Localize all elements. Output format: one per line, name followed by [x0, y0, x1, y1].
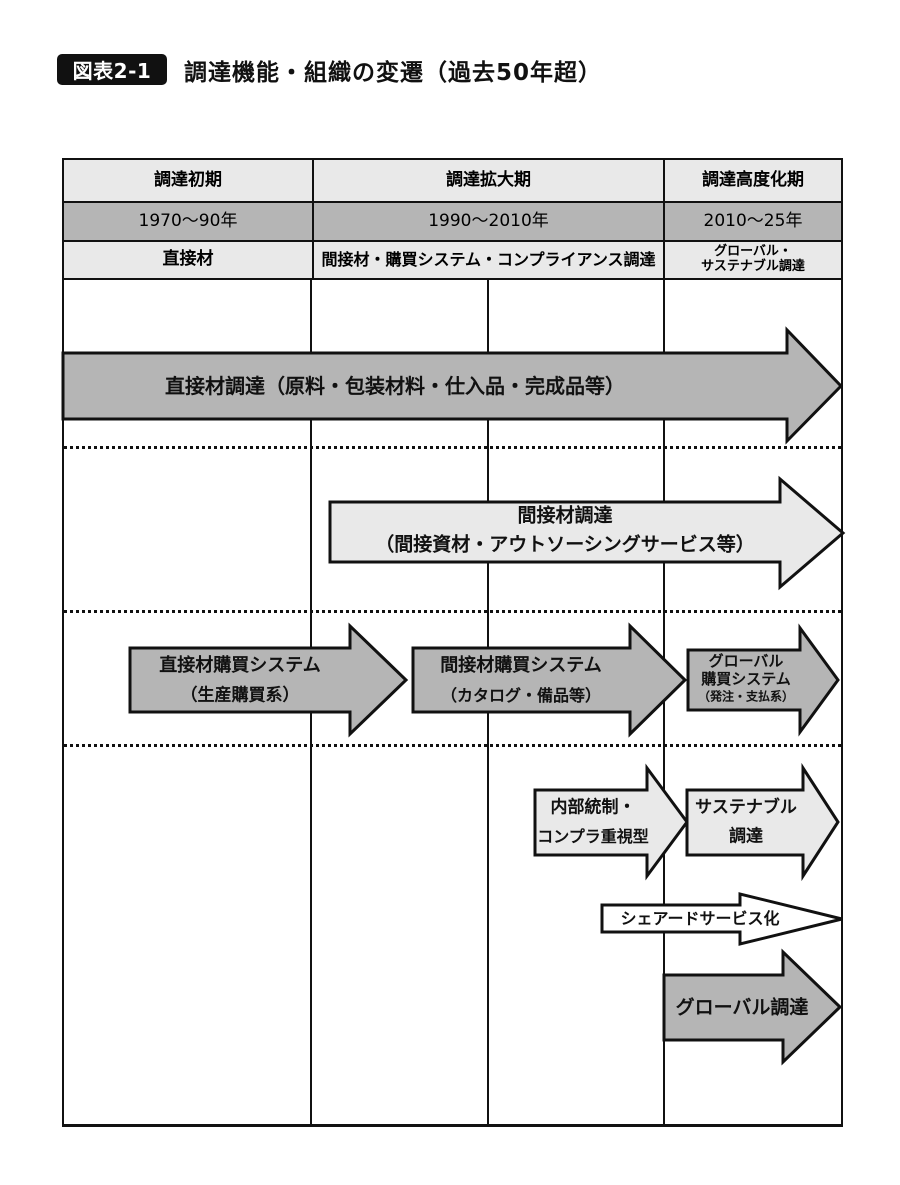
arrow-global-procurement-label: グローバル調達: [675, 996, 809, 1019]
period-cell-1970-90: 1970〜90年: [64, 203, 314, 240]
arrow-direct-purchasing-system-label-line1: 直接材購買システム: [159, 655, 321, 677]
dotted-separator-1: [64, 446, 841, 449]
arrow-direct-material-label: 直接材調達（原料・包装材料・仕入品・完成品等）: [165, 374, 625, 398]
column-divider-1: [310, 278, 312, 1125]
arrow-indirect-purchasing-system-label-line1: 間接材購買システム: [440, 655, 602, 677]
arrow-indirect-material-label-line1: 間接材調達: [517, 504, 613, 527]
period-cell-1990-2010: 1990〜2010年: [314, 203, 665, 240]
phase-cell-early: 調達初期: [64, 160, 314, 201]
scope-cell-direct: 直接材: [64, 242, 314, 278]
dotted-separator-2: [64, 610, 841, 613]
figure-number-badge: 図表2-1: [57, 54, 167, 85]
scope-cell-indirect: 間接材・購買システム・コンプライアンス調達: [314, 242, 665, 278]
arrow-sustainable-label-line1: サステナブル: [695, 797, 797, 818]
scope-global-line1: グローバル・: [714, 244, 792, 260]
arrow-shared-service-label: シェアードサービス化: [620, 909, 780, 929]
arrow-indirect-material-label-line2: （間接資材・アウトソーシングサービス等）: [375, 533, 755, 556]
header-row-period: 1970〜90年 1990〜2010年 2010〜25年: [62, 201, 843, 242]
arrow-direct-purchasing-system-label-line2: （生産購買系）: [180, 685, 300, 706]
header-row-scope: 直接材 間接材・購買システム・コンプライアンス調達 グローバル・ サステナブル調…: [62, 240, 843, 280]
arrow-internal-control-label-line2: コンプラ重視型: [537, 827, 649, 847]
arrow-sustainable-label-line2: 調達: [729, 826, 763, 847]
arrow-global-purchasing-system-label-line2: 購買システム: [701, 669, 791, 688]
header-row-phase: 調達初期 調達拡大期 調達高度化期: [62, 158, 843, 203]
phase-cell-expansion: 調達拡大期: [314, 160, 665, 201]
dotted-separator-3: [64, 744, 841, 747]
period-cell-2010-25: 2010〜25年: [703, 210, 803, 231]
phase-cell-advanced: 調達高度化期: [702, 169, 804, 190]
arrow-global-purchasing-system-label-line3: （発注・支払系）: [697, 689, 795, 704]
figure-title: 調達機能・組織の変遷（過去50年超）: [184, 59, 603, 86]
arrow-global-purchasing-system-label-line1: グローバル: [708, 651, 784, 670]
column-divider-3: [663, 278, 665, 1125]
scope-cell-global: グローバル・ サステナブル調達: [665, 242, 841, 278]
figure-number-label: 図表2-1: [72, 59, 152, 83]
arrow-internal-control-label-line1: 内部統制・: [550, 797, 636, 818]
arrow-indirect-purchasing-system-label-line2: （カタログ・備品等）: [440, 686, 602, 706]
scope-global-line2: サステナブル調達: [701, 259, 805, 274]
